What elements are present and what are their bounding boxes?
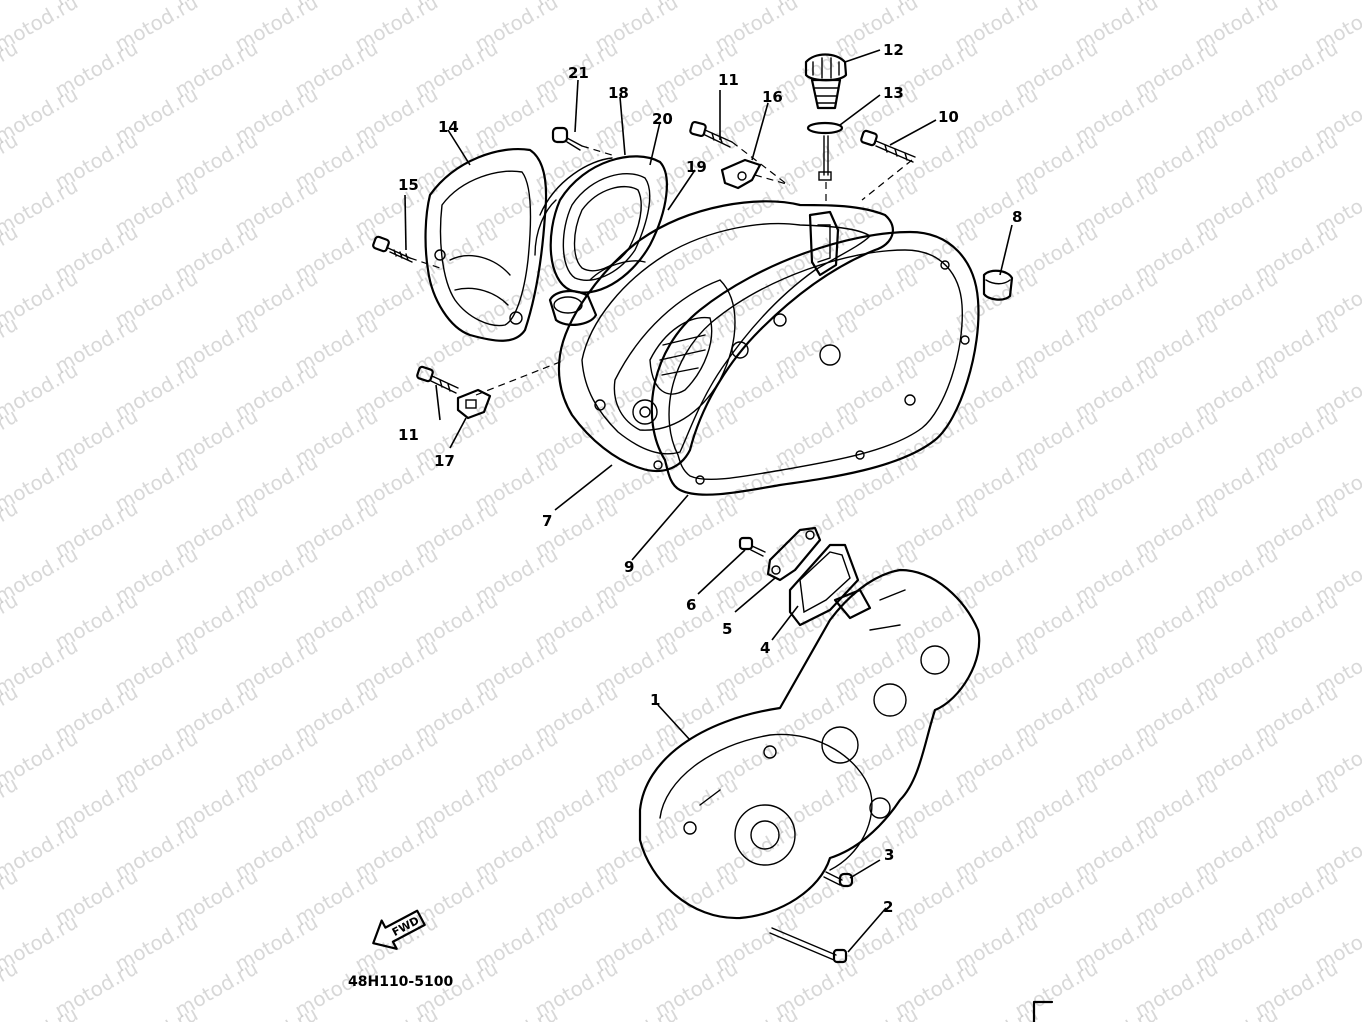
- callout-4: 4: [760, 639, 770, 657]
- part-11-bolt-top: [689, 120, 733, 148]
- watermark-text: motod.ru: [351, 1002, 442, 1022]
- part-15-bolt: [372, 235, 413, 263]
- callout-8: 8: [1012, 208, 1022, 226]
- callout-17: 17: [434, 452, 455, 470]
- watermark-text: motod.ru: [1311, 1002, 1362, 1022]
- drawing-code: 48H110-5100: [348, 974, 453, 990]
- part-10-bolt: [860, 129, 916, 163]
- assembly-lines: [409, 141, 913, 396]
- callout-14: 14: [438, 118, 459, 136]
- corner-mark: [1032, 1000, 1054, 1022]
- watermark-text: motod.ru: [231, 1002, 322, 1022]
- callout-7: 7: [542, 512, 552, 530]
- part-12-oil-cap: [804, 53, 848, 110]
- callout-3: 3: [884, 846, 894, 864]
- watermark-text: motod.ru: [951, 1002, 1042, 1022]
- callout-1: 1: [650, 691, 660, 709]
- watermark-text: motod.ru: [471, 1002, 562, 1022]
- part-9-gasket: [650, 230, 980, 496]
- callout-labels: 1 2 3 4 5 6 7 8 9 10 11 11 12 13 14 15 1…: [398, 41, 1022, 916]
- callout-21: 21: [568, 64, 589, 82]
- watermark-text: motod.ru: [1191, 1002, 1282, 1022]
- part-8-plug: [982, 269, 1014, 301]
- part-14-cover: [424, 148, 548, 342]
- watermark-text: motod.ru: [711, 1002, 802, 1022]
- part-7-crankcase-cover: [548, 200, 894, 472]
- part-5-plate: [766, 526, 822, 582]
- callout-10: 10: [938, 108, 959, 126]
- watermark-text: motod.ru: [1071, 1002, 1162, 1022]
- callout-9: 9: [624, 558, 634, 576]
- watermark-text: motod.ru: [111, 1002, 202, 1022]
- watermark-text: motod.ru: [591, 1002, 682, 1022]
- part-16-clip: [720, 158, 762, 190]
- part-3-bolt: [823, 871, 854, 888]
- part-21-bolt: [551, 126, 583, 151]
- part-6-bolt: [738, 536, 766, 557]
- callout-13: 13: [883, 84, 904, 102]
- callout-16: 16: [762, 88, 783, 106]
- part-2-long-bolt: [769, 927, 848, 964]
- callout-11-lower: 11: [398, 426, 419, 444]
- watermark-text: motod.ru: [0, 0, 22, 10]
- callout-5: 5: [722, 620, 732, 638]
- callout-18: 18: [608, 84, 629, 102]
- callout-19: 19: [686, 158, 707, 176]
- callout-11-top: 11: [718, 71, 739, 89]
- callout-12: 12: [883, 41, 904, 59]
- watermark-text: motod.ru: [0, 1002, 82, 1022]
- callout-2: 2: [883, 898, 893, 916]
- leader-lines: [404, 49, 1013, 953]
- callout-15: 15: [398, 176, 419, 194]
- watermark-text: motod.ru: [831, 1002, 922, 1022]
- callout-20: 20: [652, 110, 673, 128]
- part-1-outer-cover: [638, 568, 981, 920]
- part-13-o-ring: [806, 121, 844, 181]
- part-17-clip: [456, 388, 492, 420]
- callout-6: 6: [686, 596, 696, 614]
- part-11-bolt-lower: [416, 365, 459, 394]
